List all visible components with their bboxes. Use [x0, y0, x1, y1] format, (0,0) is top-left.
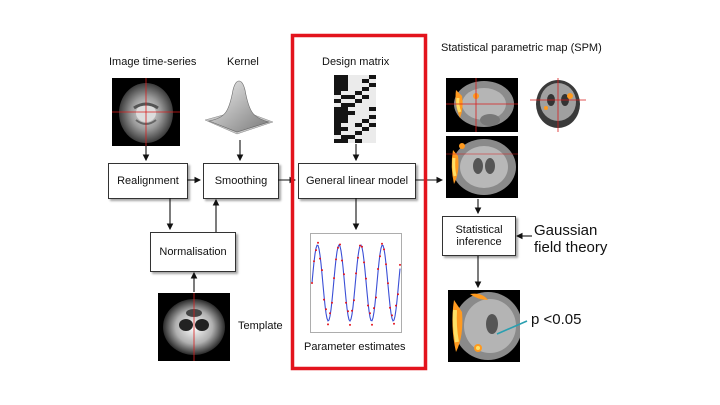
template-label: Template	[238, 320, 283, 332]
design-matrix-label: Design matrix	[322, 56, 390, 68]
gaussian-field-theory-label: Gaussian field theory	[534, 222, 608, 256]
spm-result-image	[448, 290, 520, 362]
template-brain-image	[158, 293, 230, 361]
statistical-inference-box: Statistical inference	[442, 216, 516, 256]
spm-axial-image	[446, 136, 518, 198]
spm-sagittal-image	[446, 78, 518, 132]
p-value-label: p <0.05	[531, 311, 582, 328]
normalisation-box: Normalisation	[150, 232, 236, 272]
glm-text: General linear model	[305, 175, 409, 187]
parameter-estimates-label: Parameter estimates	[304, 341, 406, 353]
realignment-box: Realignment	[108, 163, 188, 199]
p-value-pointer	[496, 320, 528, 335]
kernel-gaussian-image	[204, 80, 274, 135]
design-matrix-image	[334, 75, 376, 143]
smoothing-box: Smoothing	[203, 163, 279, 199]
glm-box: General linear model	[298, 163, 416, 199]
image-time-series-brain-image	[112, 78, 180, 146]
parameter-estimates-plot	[310, 233, 402, 333]
statistical-inference-text: Statistical inference	[455, 224, 503, 248]
kernel-label: Kernel	[227, 56, 259, 68]
smoothing-text: Smoothing	[214, 175, 268, 187]
normalisation-text: Normalisation	[159, 246, 227, 258]
realignment-text: Realignment	[117, 175, 179, 187]
image-time-series-label: Image time-series	[109, 56, 197, 68]
glm-highlight-frame	[290, 33, 428, 371]
spm-label: Statistical parametric map (SPM)	[441, 42, 602, 54]
spm-coronal-image	[530, 78, 586, 132]
